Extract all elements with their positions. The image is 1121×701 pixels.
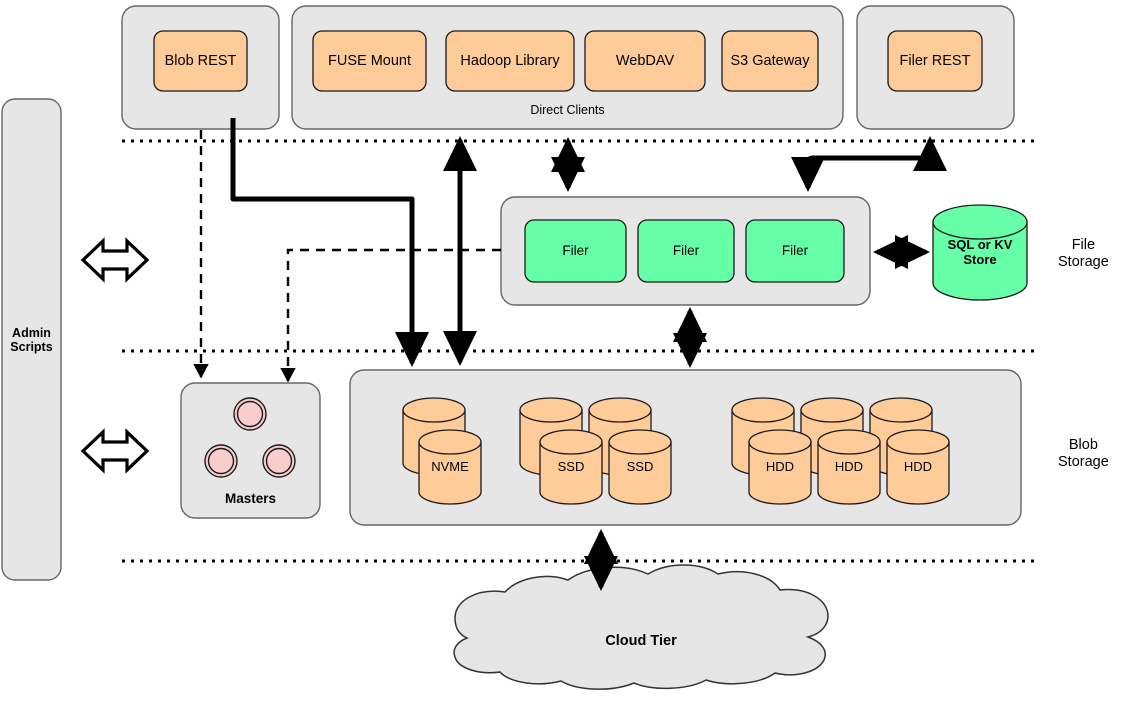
disk-hdd-label-1: HDD [765,458,795,474]
disk-ssd-front-1[interactable] [539,429,603,505]
file-storage-label: File Storage [1058,237,1109,270]
filer-nodes [524,219,845,283]
conn-filer-to-masters [280,248,501,383]
disk-ssd-label-2: SSD [626,458,654,474]
node-filer-2[interactable] [637,219,735,283]
admin-scripts-box [1,98,62,581]
admin-arrow-file-tier [80,237,150,283]
metastore-cylinder[interactable] [932,204,1028,301]
master-nodes [204,397,296,478]
disk-hdd-label-3: HDD [903,458,933,474]
blob-storage-label: Blob Storage [1058,437,1109,470]
admin-scripts-label: Admin Scripts [10,325,53,354]
node-filer-rest[interactable] [887,30,983,92]
node-filer-3[interactable] [745,219,845,283]
node-s3-gateway[interactable] [721,30,819,92]
master-node-3[interactable] [262,444,296,478]
node-fuse-mount[interactable] [312,30,427,92]
node-webdav[interactable] [584,30,706,92]
direct-clients-caption: Direct Clients [530,102,605,117]
disk-nvme-label: NVME [431,458,469,474]
disk-hdd-front-1[interactable] [748,429,812,505]
node-webdav-label: WebDAV [615,52,675,69]
disk-ssd-label-1: SSD [557,458,585,474]
disk-hdd-label-2: HDD [834,458,864,474]
conn-filerrest-to-filer [790,135,947,193]
metastore-label: SQL or KV Store [947,237,1013,267]
node-blob-rest-label: Blob REST [164,52,237,69]
disk-ssd-front-2[interactable] [608,429,672,505]
node-filer-3-label: Filer [781,243,809,259]
masters-box [180,382,321,519]
node-fuse-mount-label: FUSE Mount [328,52,411,69]
disk-cylinders [402,397,950,505]
node-filer-1-label: Filer [562,243,589,259]
connectors [193,118,947,592]
master-node-1[interactable] [233,397,267,431]
node-filer-1[interactable] [524,219,627,283]
node-filer-rest-label: Filer REST [899,52,971,69]
admin-arrows [80,237,150,474]
cloud-tier-label: Cloud Tier [605,632,677,649]
node-hadoop-library[interactable] [445,30,575,92]
disk-hdd-front-3[interactable] [886,429,950,505]
client-nodes [153,30,983,92]
node-blob-rest[interactable] [153,30,248,92]
node-s3-gateway-label: S3 Gateway [730,52,810,69]
node-filer-2-label: Filer [672,243,700,259]
cloud-tier-shape[interactable] [453,564,829,690]
disk-nvme-front[interactable] [418,429,482,505]
conn-blobrest-to-blobstore [230,118,430,368]
disk-hdd-front-2[interactable] [817,429,881,505]
admin-arrow-blob-tier [80,428,150,474]
node-hadoop-library-label: Hadoop Library [460,52,560,69]
masters-label: Masters [224,491,277,507]
master-node-2[interactable] [204,444,238,478]
